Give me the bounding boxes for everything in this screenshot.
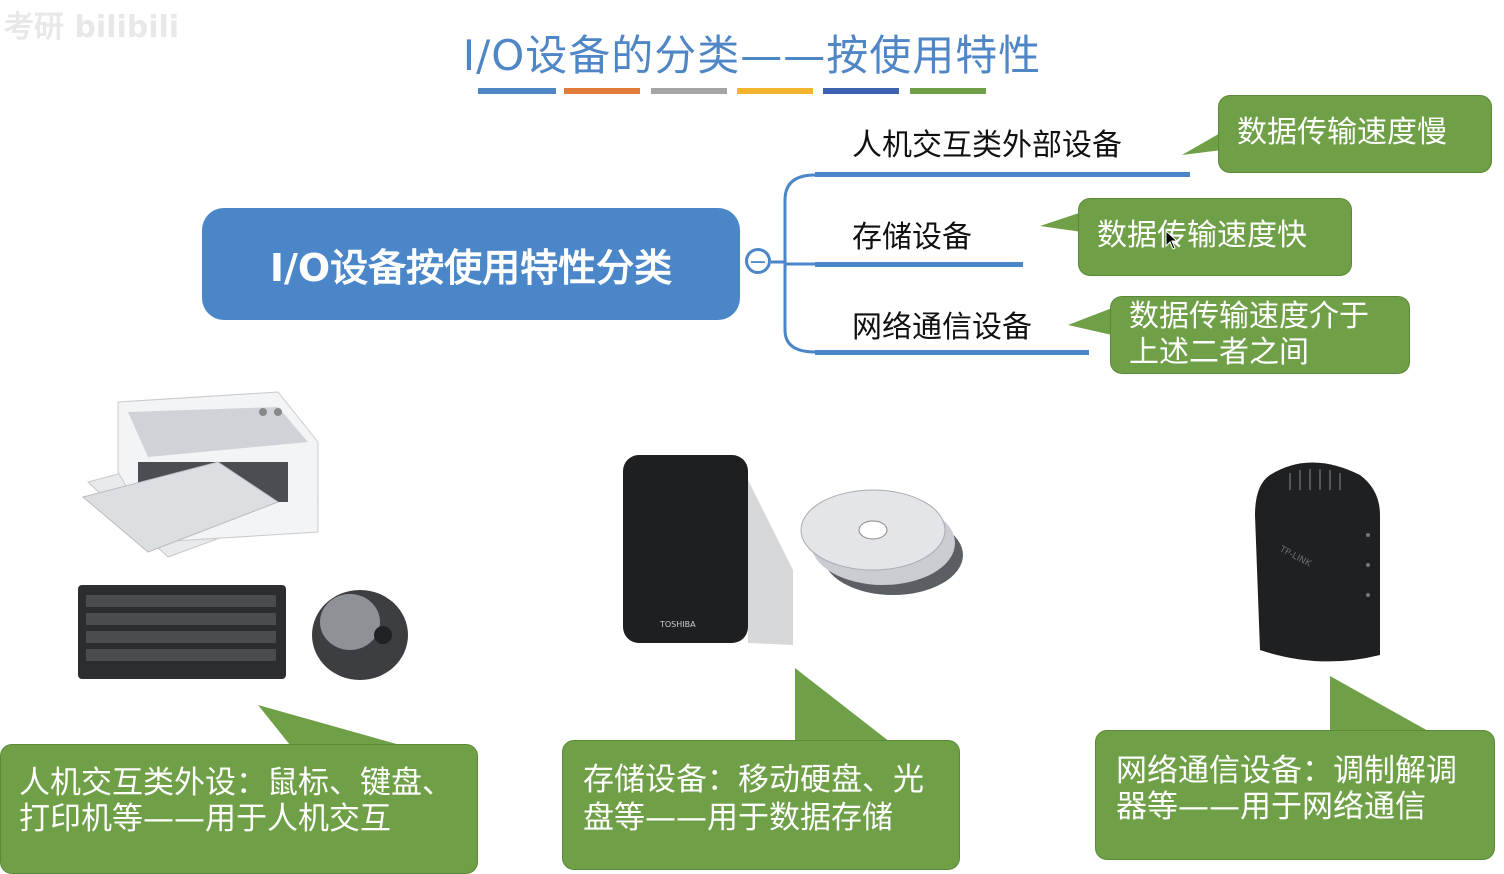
keyboard-image	[78, 585, 286, 679]
mouse-image	[312, 590, 408, 680]
title-stripe-6	[910, 88, 986, 94]
branch-label-storage[interactable]: 存储设备	[852, 220, 972, 255]
title-stripe-1	[478, 88, 556, 94]
modem-image	[1255, 462, 1380, 662]
title-stripe-4	[737, 88, 813, 94]
callout-storage-devices: 存储设备：移动硬盘、光盘等——用于数据存储	[562, 740, 960, 870]
title-stripe-5	[823, 88, 899, 94]
callout-hci-devices: 人机交互类外设：鼠标、键盘、打印机等——用于人机交互	[0, 744, 478, 874]
optical-disc-image	[800, 489, 963, 595]
branch-underline-hci	[815, 172, 1190, 177]
branch-underline-storage	[815, 262, 1023, 267]
slide-title: I/O设备的分类——按使用特性	[462, 31, 1042, 80]
callout-network-devices: 网络通信设备：调制解调器等——用于网络通信	[1095, 730, 1495, 860]
branch-underline-network	[815, 350, 1089, 355]
printer-image	[81, 391, 320, 558]
watermark: 考研 bilibili	[4, 10, 180, 45]
hard-drive-brand: TOSHIBA	[660, 620, 696, 629]
branch-label-network[interactable]: 网络通信设备	[852, 310, 1032, 345]
cursor-icon	[1165, 230, 1179, 250]
collapse-icon[interactable]: −	[745, 248, 771, 275]
hard-drive-image	[623, 455, 793, 645]
mindmap-root-node[interactable]: I/O设备按使用特性分类	[202, 208, 740, 320]
callout-speed-fast: 数据传输速度快	[1078, 198, 1352, 276]
callout-speed-slow: 数据传输速度慢	[1218, 95, 1492, 173]
title-stripe-3	[651, 88, 727, 94]
callout-speed-between: 数据传输速度介于上述二者之间	[1110, 296, 1410, 374]
title-stripe-2	[564, 88, 640, 94]
branch-label-hci[interactable]: 人机交互类外部设备	[852, 128, 1122, 163]
